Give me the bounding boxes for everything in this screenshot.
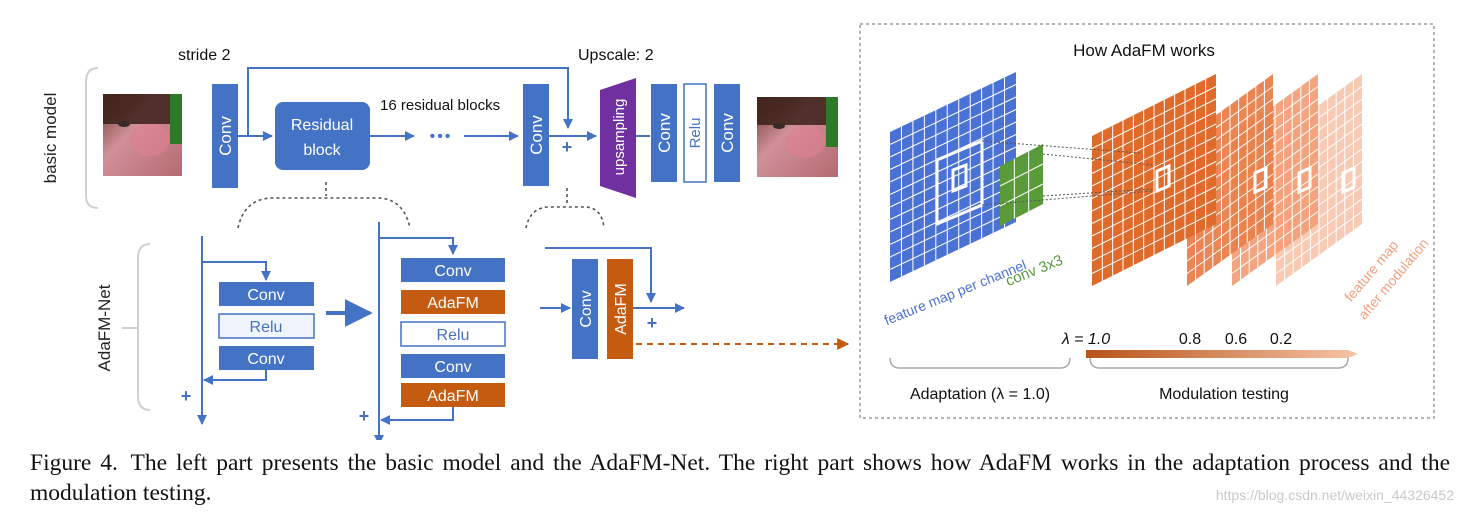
- watermark: https://blog.csdn.net/weixin_44326452: [1215, 487, 1454, 503]
- conv-block-4-label: Conv: [718, 113, 737, 153]
- figure-number: Figure 4.: [30, 450, 118, 476]
- stride-label: stride 2: [178, 47, 231, 64]
- conv-block-3: [651, 84, 677, 182]
- modulation-label: Modulation testing: [1159, 386, 1289, 403]
- adaptation-brace: [889, 357, 1071, 369]
- lambda-value-3: 0.2: [1270, 331, 1292, 348]
- detail-relu-label: Relu: [250, 319, 283, 336]
- receptive-field-small: [951, 162, 968, 194]
- adafm-layer-1: [401, 290, 505, 314]
- lambda-value-2: 0.6: [1225, 331, 1247, 348]
- how-adafm-panel: How AdaFM works feature map per channel …: [859, 23, 1435, 419]
- input-image: [103, 94, 182, 176]
- adafm-residual-block: Conv AdaFM Relu Conv AdaFM +: [359, 222, 506, 440]
- adafm-conv-2-label: Conv: [434, 359, 471, 376]
- modulation-brace: [1089, 357, 1349, 369]
- adafm-plus: +: [359, 406, 370, 426]
- figure-caption: Figure 4. The left part presents the bas…: [30, 448, 1450, 508]
- detail-conv-2: [219, 346, 314, 370]
- adafm-net-side-label: AdaFM-Net: [95, 284, 114, 371]
- output-pixel-2: [1253, 165, 1268, 195]
- detail-conv-1: [219, 282, 314, 306]
- residual-count-label: 16 residual blocks: [380, 97, 500, 114]
- basic-model: basic model stride 2 Conv Residual block…: [41, 47, 838, 229]
- residual-block-label-1: Residual: [291, 117, 353, 134]
- basic-model-side-label: basic model: [41, 93, 60, 184]
- residual-block-label-2: block: [303, 142, 341, 159]
- conv-block-3-label: Conv: [655, 113, 674, 153]
- conv-block-4: [714, 84, 740, 182]
- adafm-diagram: basic model stride 2 Conv Residual block…: [41, 23, 1435, 440]
- caption-text: The left part presents the basic model a…: [30, 450, 1451, 506]
- output-image: [757, 97, 838, 177]
- output-pixel-3: [1297, 165, 1312, 195]
- adafm-tail-block: Conv AdaFM +: [540, 247, 685, 359]
- conv-3x3-label: conv 3x3: [1003, 252, 1065, 290]
- detail-plus: +: [181, 386, 192, 406]
- conv-kernel-grid: [999, 144, 1044, 226]
- sum-plus-sign: +: [562, 137, 573, 157]
- panel-title: How AdaFM works: [1073, 41, 1215, 60]
- output-grid-lambda-1.0: [1091, 74, 1217, 286]
- lambda-value-1: 0.8: [1179, 331, 1201, 348]
- lambda-label: λ = 1.0: [1061, 331, 1110, 348]
- residual-block: [275, 102, 370, 170]
- relu-block-label: Relu: [687, 118, 704, 149]
- upsampling-label: upsampling: [611, 99, 628, 176]
- conv-block-1: [212, 84, 238, 188]
- tail-adafm-label: AdaFM: [613, 283, 630, 335]
- residual-detail-block: Conv Relu Conv +: [181, 236, 315, 425]
- relu-block: [683, 83, 707, 183]
- skip-connection-arrow: [247, 67, 573, 136]
- conv-block-2-label: Conv: [527, 115, 546, 155]
- upsampling-block: [600, 78, 636, 198]
- adafm-layer-2: [401, 383, 505, 407]
- tail-conv: [572, 259, 598, 359]
- detail-relu: [218, 313, 315, 339]
- panel-frame: [859, 23, 1435, 419]
- adafm-net: AdaFM-Net Conv Relu Conv + Conv AdaFM Re…: [95, 222, 850, 440]
- adaptation-label: Adaptation (λ = 1.0): [910, 386, 1050, 403]
- tail-conv-label: Conv: [578, 290, 595, 327]
- adafm-relu-label: Relu: [437, 327, 470, 344]
- adafm-conv-2: [401, 354, 505, 378]
- adafm-relu: [400, 321, 506, 347]
- detail-conv-1-label: Conv: [247, 287, 284, 304]
- conv-block-2: [523, 84, 549, 186]
- output-pixel-4: [1341, 165, 1356, 195]
- ellipsis-dots: •••: [430, 128, 453, 145]
- adafm-layer-1-label: AdaFM: [427, 295, 479, 312]
- feature-map-grids: [889, 72, 1363, 286]
- lambda-gradient-bar: [1086, 350, 1358, 358]
- conv-block-1-label: Conv: [216, 116, 235, 156]
- upscale-label: Upscale: 2: [578, 47, 654, 64]
- detail-conv-2-label: Conv: [247, 351, 284, 368]
- conv-connectors: [981, 140, 1154, 206]
- adafm-conv-1: [401, 258, 505, 282]
- output-pixel-1: [1155, 163, 1171, 194]
- zoom-bracket-tail: [525, 188, 605, 229]
- zoom-bracket-residual: [237, 182, 411, 229]
- tail-plus: +: [647, 313, 658, 333]
- adafm-conv-1-label: Conv: [434, 263, 471, 280]
- tail-adafm: [607, 259, 633, 359]
- adafm-layer-2-label: AdaFM: [427, 388, 479, 405]
